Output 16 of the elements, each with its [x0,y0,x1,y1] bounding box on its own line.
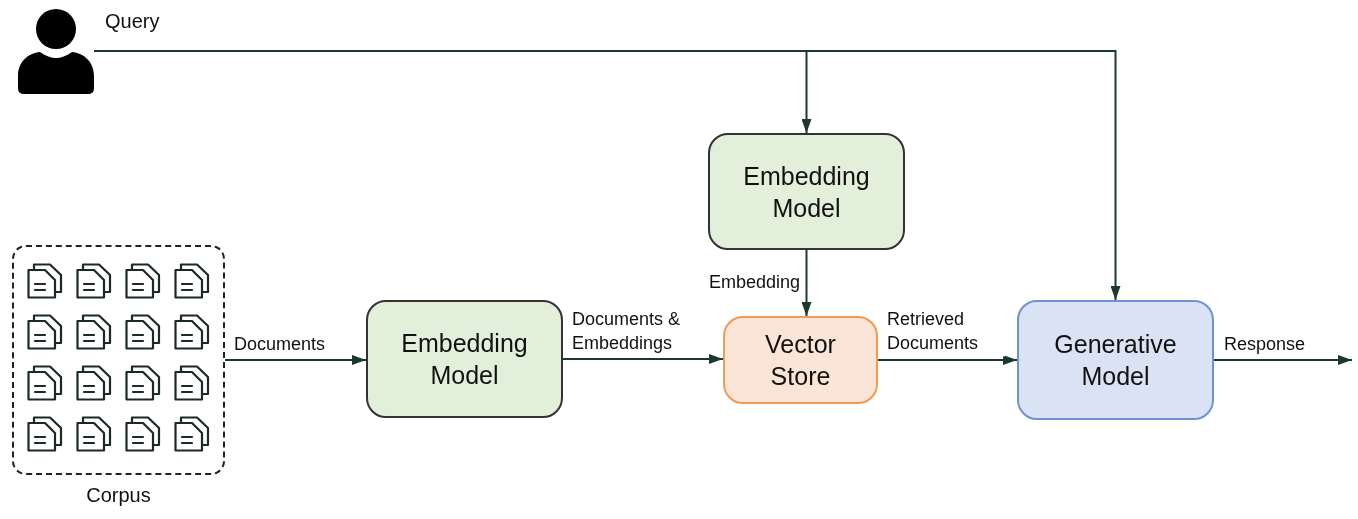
arrow [801,249,812,317]
node-caption: Query [105,9,160,34]
store-box [723,316,878,404]
node-label: Generative Model [1053,329,1178,392]
model-box [708,133,905,250]
arrow [224,355,367,365]
node-label: Embedding Model [742,160,871,224]
arrow [1213,355,1353,365]
node-label: Embedding Model [400,328,529,391]
model-box [1017,300,1214,420]
node-label: Vector Store [764,329,837,392]
arrow [562,354,724,364]
model-box [366,300,563,418]
node-label: Corpus [85,483,152,507]
person-icon [18,8,94,94]
arrow [877,355,1018,365]
